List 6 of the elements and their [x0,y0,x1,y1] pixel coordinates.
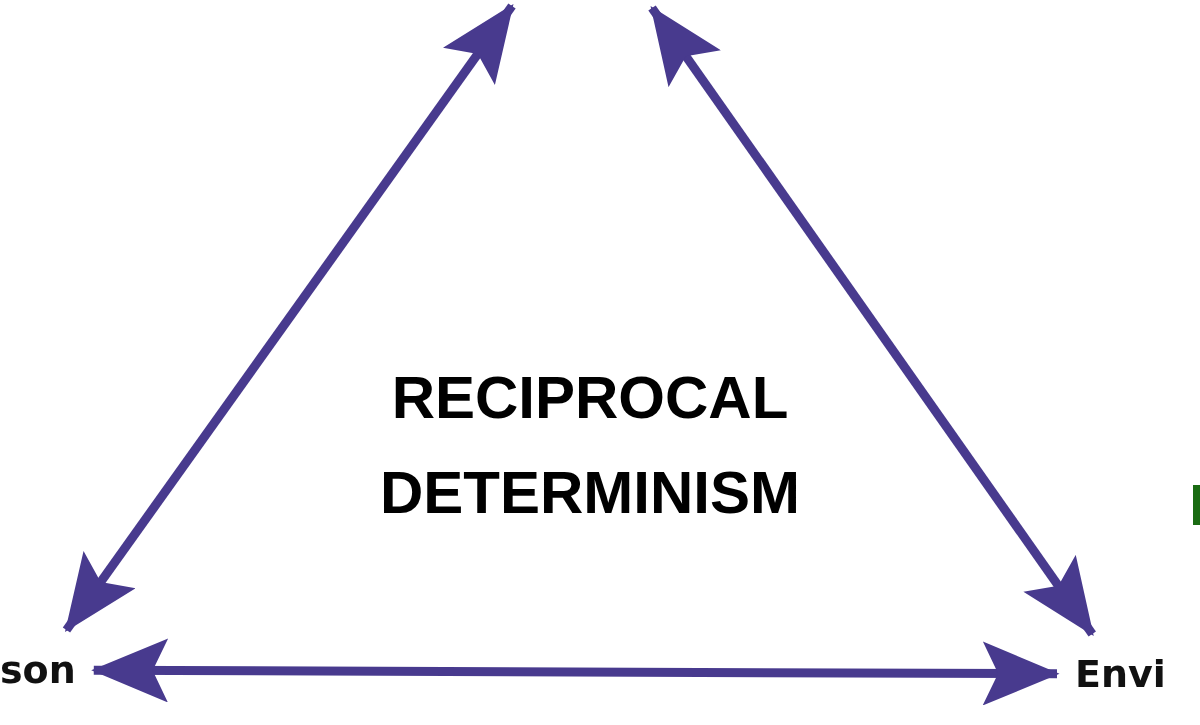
double-headed-arrow [91,638,1060,706]
node-label: Envi [1075,652,1166,696]
double-headed-arrow [62,3,516,633]
center-title: RECIPROCAL DETERMINISM [379,363,801,528]
double-headed-arrow [648,5,1096,637]
node-label: son [0,648,76,692]
